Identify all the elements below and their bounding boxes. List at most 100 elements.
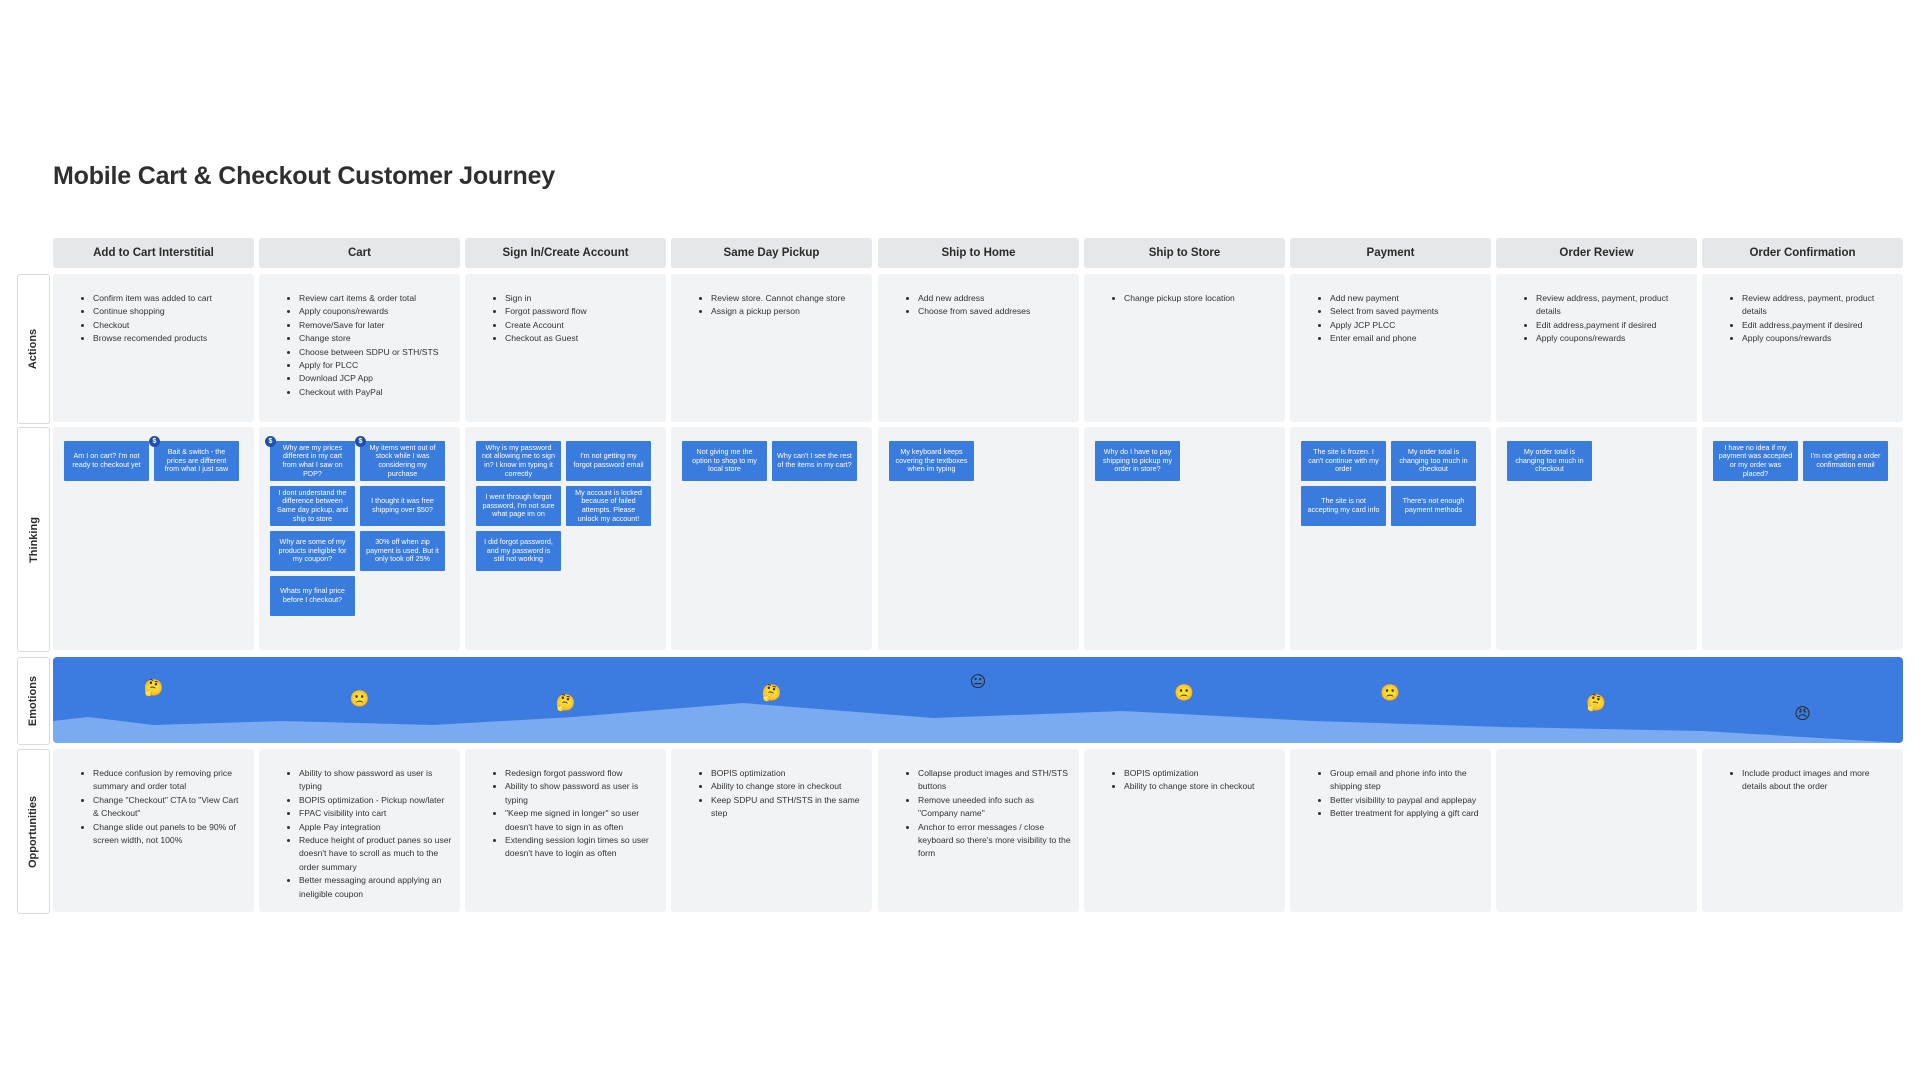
emotion-emoji-icon: 🤔 bbox=[555, 695, 576, 712]
opportunities-list: Include product images and more details … bbox=[1702, 749, 1903, 794]
row-label-actions: Actions bbox=[17, 274, 50, 424]
thinking-cell: I have no idea if my payment was accepte… bbox=[1702, 427, 1903, 650]
sticky-note: My order total is changing too much in c… bbox=[1391, 441, 1476, 481]
opportunities-list: Group email and phone info into the ship… bbox=[1290, 749, 1491, 821]
opportunity-item: Better treatment for applying a gift car… bbox=[1330, 807, 1483, 820]
row-label-actions-text: Actions bbox=[27, 328, 40, 370]
opportunity-item: BOPIS optimization bbox=[1124, 767, 1277, 780]
sticky-note: Why are some of my products ineligible f… bbox=[270, 531, 355, 571]
opportunities-list: BOPIS optimizationAbility to change stor… bbox=[1084, 749, 1285, 794]
opportunity-item: BOPIS optimization - Pickup now/later bbox=[299, 794, 452, 807]
action-item: Choose from saved addreses bbox=[918, 305, 1071, 318]
row-label-thinking: Thinking bbox=[17, 427, 50, 652]
opportunities-cell: BOPIS optimizationAbility to change stor… bbox=[1084, 749, 1285, 912]
action-item: Browse recomended products bbox=[93, 332, 246, 345]
opportunity-item: Ability to change store in checkout bbox=[711, 780, 864, 793]
action-item: Select from saved payments bbox=[1330, 305, 1483, 318]
actions-cell: Review address, payment, product details… bbox=[1702, 274, 1903, 422]
thinking-cell: Not giving me the option to shop to my l… bbox=[671, 427, 872, 650]
actions-list: Add new addressChoose from saved addrese… bbox=[878, 274, 1079, 319]
actions-list: Review address, payment, product details… bbox=[1702, 274, 1903, 346]
thinking-cell: Why do I have to pay shipping to pickup … bbox=[1084, 427, 1285, 650]
sticky-note: I have no idea if my payment was accepte… bbox=[1713, 441, 1798, 481]
action-item: Review store. Cannot change store bbox=[711, 292, 864, 305]
actions-cell: Add new addressChoose from saved addrese… bbox=[878, 274, 1079, 422]
opportunity-item: Collapse product images and STH/STS butt… bbox=[918, 767, 1071, 794]
thinking-cell: My order total is changing too much in c… bbox=[1496, 427, 1697, 650]
sticky-note: My account is locked because of failed a… bbox=[566, 486, 651, 526]
sticky-note: Am I on cart? I'm not ready to checkout … bbox=[64, 441, 149, 481]
actions-list: Confirm item was added to cartContinue s… bbox=[53, 274, 254, 346]
opportunity-item: Ability to show password as user is typi… bbox=[299, 767, 452, 794]
action-item: Assign a pickup person bbox=[711, 305, 864, 318]
actions-list: Review cart items & order totalApply cou… bbox=[259, 274, 460, 399]
opportunity-item: Better messaging around applying an inel… bbox=[299, 874, 452, 901]
action-item: Change pickup store location bbox=[1124, 292, 1277, 305]
actions-list: Change pickup store location bbox=[1084, 274, 1285, 305]
action-item: Apply coupons/rewards bbox=[1742, 332, 1895, 345]
dollar-badge: $ bbox=[265, 436, 276, 447]
action-item: Continue shopping bbox=[93, 305, 246, 318]
sticky-note: There's not enough payment methods bbox=[1391, 486, 1476, 526]
actions-cell: Sign inForgot password flowCreate Accoun… bbox=[465, 274, 666, 422]
action-item: Edit address,payment if desired bbox=[1742, 319, 1895, 332]
opportunity-item: Better visibility to paypal and applepay bbox=[1330, 794, 1483, 807]
action-item: Add new address bbox=[918, 292, 1071, 305]
opportunities-cell: Ability to show password as user is typi… bbox=[259, 749, 460, 912]
sticky-note: I thought it was free shipping over $50? bbox=[360, 486, 445, 526]
action-item: Checkout with PayPal bbox=[299, 386, 452, 399]
stage-header: Order Review bbox=[1496, 238, 1697, 268]
row-label-opportunities: Opportunities bbox=[17, 749, 50, 914]
opportunity-item: Redesign forgot password flow bbox=[505, 767, 658, 780]
action-item: Checkout bbox=[93, 319, 246, 332]
emotion-emoji-icon: 🙁 bbox=[1174, 685, 1195, 702]
opportunities-list: Redesign forgot password flowAbility to … bbox=[465, 749, 666, 861]
row-label-emotions-text: Emotions bbox=[27, 675, 40, 727]
emotion-emoji-icon: 🤔 bbox=[761, 685, 782, 702]
opportunities-list bbox=[1496, 749, 1697, 767]
opportunities-cell bbox=[1496, 749, 1697, 912]
thinking-cell: My keyboard keeps covering the textboxes… bbox=[878, 427, 1079, 650]
actions-cell: Add new paymentSelect from saved payment… bbox=[1290, 274, 1491, 422]
action-item: Remove/Save for later bbox=[299, 319, 452, 332]
opportunities-list: Collapse product images and STH/STS butt… bbox=[878, 749, 1079, 861]
sticky-note: I'm not getting a order confirmation ema… bbox=[1803, 441, 1888, 481]
sticky-note: Not giving me the option to shop to my l… bbox=[682, 441, 767, 481]
actions-cell: Review store. Cannot change storeAssign … bbox=[671, 274, 872, 422]
emotion-band: 🤔🙁🤔🤔😐🙁🙁🤔😠 bbox=[53, 657, 1903, 743]
action-item: Create Account bbox=[505, 319, 658, 332]
stage-header: Order Confirmation bbox=[1702, 238, 1903, 268]
action-item: Review cart items & order total bbox=[299, 292, 452, 305]
sticky-note: The site is frozen. I can't continue wit… bbox=[1301, 441, 1386, 481]
emotion-emoji-icon: 😠 bbox=[1794, 706, 1811, 723]
emotion-curve-area bbox=[53, 703, 1903, 743]
opportunities-list: Reduce confusion by removing price summa… bbox=[53, 749, 254, 847]
sticky-note: My items went out of stock while I was c… bbox=[360, 441, 445, 481]
action-item: Confirm item was added to cart bbox=[93, 292, 246, 305]
action-item: Apply coupons/rewards bbox=[299, 305, 452, 318]
opportunity-item: Apple Pay integration bbox=[299, 821, 452, 834]
stage-header: Ship to Home bbox=[878, 238, 1079, 268]
action-item: Apply for PLCC bbox=[299, 359, 452, 372]
action-item: Add new payment bbox=[1330, 292, 1483, 305]
opportunity-item: Extending session login times so user do… bbox=[505, 834, 658, 861]
actions-list: Review store. Cannot change storeAssign … bbox=[671, 274, 872, 319]
emotion-emoji-icon: 🤔 bbox=[1586, 695, 1607, 712]
opportunity-item: FPAC visibility into cart bbox=[299, 807, 452, 820]
opportunities-cell: Reduce confusion by removing price summa… bbox=[53, 749, 254, 912]
stage-header: Same Day Pickup bbox=[671, 238, 872, 268]
stage-header: Payment bbox=[1290, 238, 1491, 268]
thinking-cell: Why are my prices different in my cart f… bbox=[259, 427, 460, 650]
action-item: Apply coupons/rewards bbox=[1536, 332, 1689, 345]
row-label-emotions: Emotions bbox=[17, 657, 50, 745]
opportunity-item: Change slide out panels to be 90% of scr… bbox=[93, 821, 246, 848]
opportunity-item: Include product images and more details … bbox=[1742, 767, 1895, 794]
opportunity-item: Ability to change store in checkout bbox=[1124, 780, 1277, 793]
opportunities-cell: Group email and phone info into the ship… bbox=[1290, 749, 1491, 912]
sticky-note: I dont understand the difference between… bbox=[270, 486, 355, 526]
sticky-note: Why do I have to pay shipping to pickup … bbox=[1095, 441, 1180, 481]
thinking-cell: The site is frozen. I can't continue wit… bbox=[1290, 427, 1491, 650]
actions-cell: Review cart items & order totalApply cou… bbox=[259, 274, 460, 422]
sticky-note: The site is not accepting my card info bbox=[1301, 486, 1386, 526]
emotion-emoji-icon: 🙁 bbox=[1380, 685, 1401, 702]
